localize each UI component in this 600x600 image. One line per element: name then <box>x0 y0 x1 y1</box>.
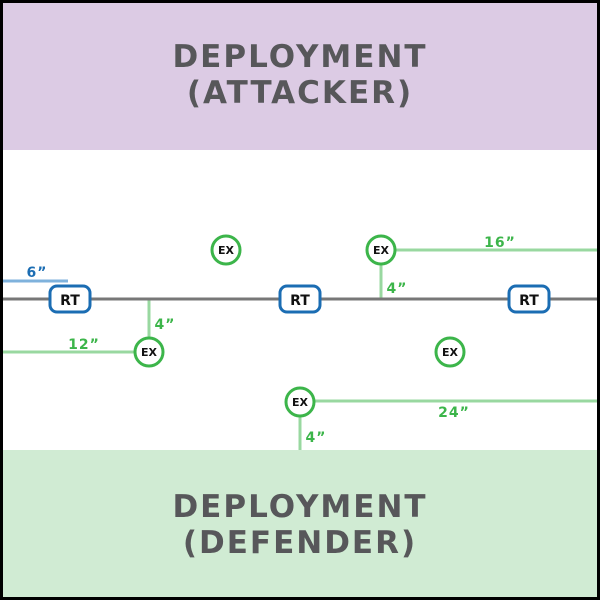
ex-label: EX <box>218 244 235 257</box>
rt-label: RT <box>290 293 310 309</box>
rt-label: RT <box>519 293 539 309</box>
ex-label: EX <box>373 244 390 257</box>
rt-label: RT <box>60 293 80 309</box>
attacker-deployment-zone <box>0 0 600 150</box>
rt-objective[interactable]: RT <box>507 284 551 314</box>
rt-objective[interactable]: RT <box>278 284 322 314</box>
measure-label-4-a: 4” <box>387 281 408 297</box>
attacker-zone-title-line1: DEPLOYMENT <box>172 39 427 75</box>
measure-label-16: 16” <box>484 235 516 251</box>
ex-objective[interactable]: EX <box>284 386 316 418</box>
defender-zone-title-line2: (DEFENDER) <box>183 525 417 561</box>
attacker-zone-title-line2: (ATTACKER) <box>187 75 413 111</box>
measure-label-12: 12” <box>68 337 100 353</box>
ex-objective[interactable]: EX <box>434 336 466 368</box>
defender-deployment-zone <box>0 450 600 600</box>
ex-objective[interactable]: EX <box>210 234 242 266</box>
measure-label-24: 24” <box>438 405 470 421</box>
measurement-lines <box>0 248 600 450</box>
ex-label: EX <box>141 346 158 359</box>
ex-label: EX <box>442 346 459 359</box>
measure-label-6: 6” <box>27 265 48 281</box>
defender-zone-title-line1: DEPLOYMENT <box>172 489 427 525</box>
measure-label-4-c: 4” <box>306 430 327 446</box>
ex-objective[interactable]: EX <box>365 234 397 266</box>
rt-objective[interactable]: RT <box>48 284 92 314</box>
ex-label: EX <box>292 396 309 409</box>
measure-label-4-b: 4” <box>155 317 176 333</box>
ex-objective[interactable]: EX <box>133 336 165 368</box>
